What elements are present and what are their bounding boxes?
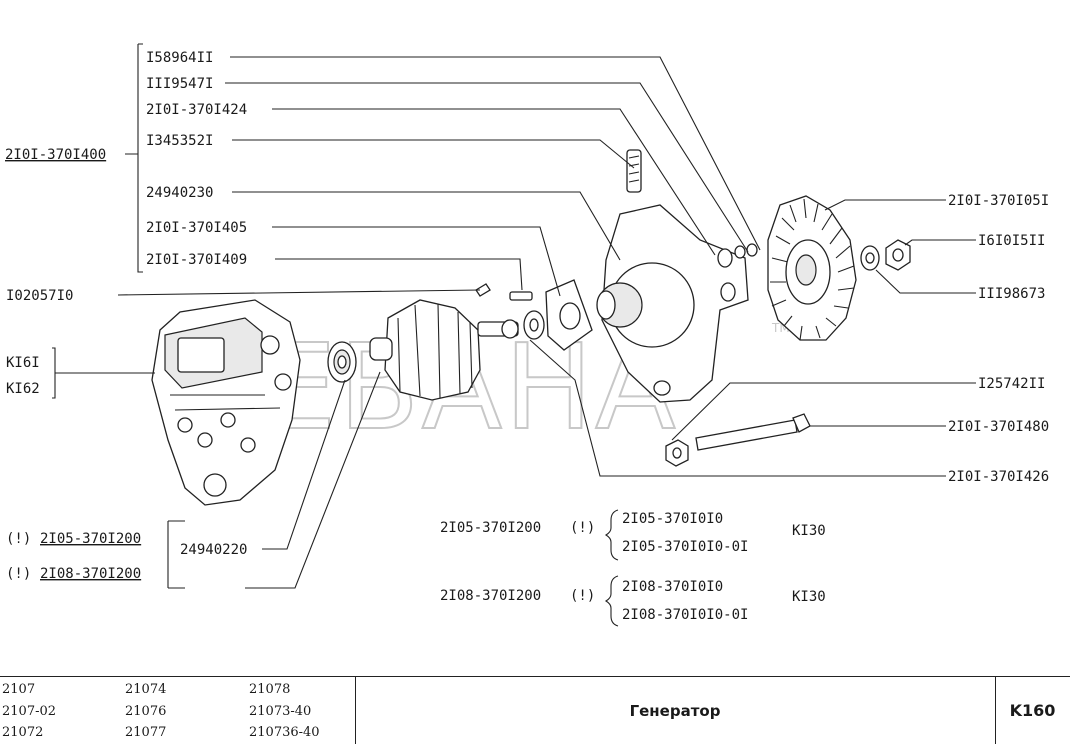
assembly-label: 2I0I-370I400	[5, 147, 106, 163]
page-title: Генератор	[355, 677, 996, 744]
spacer-plate-drawing	[475, 279, 593, 351]
column-label: I58964II	[146, 50, 213, 66]
variant-part: 2I05-370I0I0	[622, 511, 723, 527]
variant-part: 2I08-370I0I0	[622, 579, 723, 595]
page-code: K160	[1009, 701, 1056, 720]
front-housing-drawing	[596, 149, 749, 403]
exploded-parts-diagram: EBAHA TM	[5, 43, 1049, 627]
right-label: 2I0I-370I480	[948, 419, 1049, 435]
variant-flag: (!)	[570, 520, 595, 536]
brush-label: KI6I	[6, 355, 40, 371]
column-label: 2I0I-370I424	[146, 102, 247, 118]
right-label: I6I0I5II	[978, 233, 1045, 249]
model-cell: 210736-40	[249, 725, 320, 740]
rear-housing-drawing	[151, 299, 301, 506]
variant-assembly: 2I05-370I200	[440, 520, 541, 536]
option-flag: (!)	[6, 566, 31, 582]
model-cell: 21076	[125, 704, 167, 719]
title-block: 2107 21074 21078 2107-02 21076 21073-40 …	[0, 676, 1070, 744]
model-cell: 21072	[2, 725, 44, 740]
model-cell: 21073-40	[249, 704, 312, 719]
option-link[interactable]: 2I08-370I200	[40, 566, 141, 582]
option-flag: (!)	[6, 531, 31, 547]
column-label: 24940230	[146, 185, 213, 201]
model-cell: 21078	[249, 682, 291, 697]
fan-pulley-drawing	[767, 195, 857, 341]
variant-flag: (!)	[570, 588, 595, 604]
model-list: 2107 21074 21078 2107-02 21076 21073-40 …	[0, 677, 356, 744]
model-cell: 2107	[2, 682, 36, 697]
washer-left-label: I02057I0	[6, 288, 73, 304]
column-label: 2I0I-370I409	[146, 252, 247, 268]
right-label: 2I0I-370I426	[948, 469, 1049, 485]
variant-assembly: 2I08-370I200	[440, 588, 541, 604]
through-bolt-drawing	[665, 413, 811, 467]
model-cell: 2107-02	[2, 704, 57, 719]
bearing-label: 24940220	[180, 542, 247, 558]
variant-ref: KI30	[792, 589, 826, 605]
variant-ref: KI30	[792, 523, 826, 539]
right-label: III98673	[978, 286, 1045, 302]
right-label: I25742II	[978, 376, 1045, 392]
column-label: 2I0I-370I405	[146, 220, 247, 236]
washer-nut-drawing	[860, 239, 911, 271]
model-cell: 21077	[125, 725, 167, 740]
model-cell: 21074	[125, 682, 167, 697]
right-label: 2I0I-370I05I	[948, 193, 1049, 209]
bearing-drawing	[327, 341, 357, 383]
column-label: III9547I	[146, 76, 213, 92]
brush-label: KI62	[6, 381, 40, 397]
variant-part: 2I08-370I0I0-0I	[622, 607, 748, 623]
column-label: I345352I	[146, 133, 213, 149]
small-washers-drawing	[734, 243, 758, 259]
option-link[interactable]: 2I05-370I200	[40, 531, 141, 547]
variant-part: 2I05-370I0I0-0I	[622, 539, 748, 555]
rotor-drawing	[369, 299, 519, 401]
